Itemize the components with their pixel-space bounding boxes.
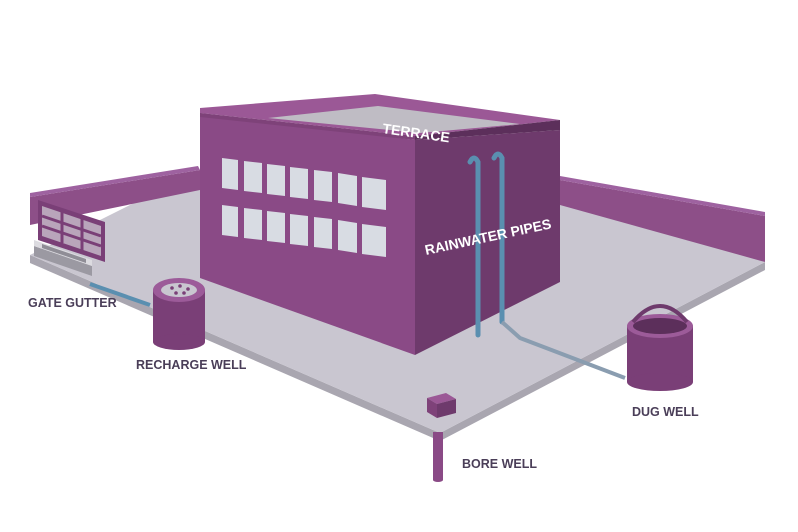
window [362, 224, 386, 257]
left-boundary-wall [30, 170, 200, 225]
window [244, 208, 262, 240]
window [222, 158, 238, 190]
window [222, 205, 238, 237]
pipe-to-dug-well [500, 320, 626, 380]
left-boundary-wall-top [30, 166, 200, 197]
bore-well [427, 393, 456, 482]
window [267, 164, 285, 196]
window [362, 177, 386, 210]
terrace-floor [268, 106, 520, 133]
window [267, 211, 285, 243]
window [290, 167, 308, 199]
rainwater-pipes [467, 151, 505, 338]
pipe-gutter-to-recharge [89, 282, 151, 307]
recharge-well [153, 278, 205, 350]
window [338, 220, 357, 253]
label-gate-gutter: GATE GUTTER [28, 296, 117, 310]
rainwater-pipe-1 [467, 155, 481, 338]
window-grid [222, 158, 386, 257]
window [244, 161, 262, 193]
right-boundary-wall-top [560, 176, 765, 216]
label-bore-well: BORE WELL [462, 457, 537, 471]
window [338, 173, 357, 206]
window [290, 214, 308, 246]
gate-gutter [34, 240, 92, 276]
gate-fence [38, 200, 105, 262]
dug-well [627, 304, 693, 391]
label-recharge-well: RECHARGE WELL [136, 358, 247, 372]
building-side-wall [415, 130, 560, 355]
window [314, 217, 332, 249]
label-dug-well: DUG WELL [632, 405, 699, 419]
right-boundary-wall [560, 180, 765, 262]
rainwater-pipe-2 [491, 151, 505, 325]
window [314, 170, 332, 202]
